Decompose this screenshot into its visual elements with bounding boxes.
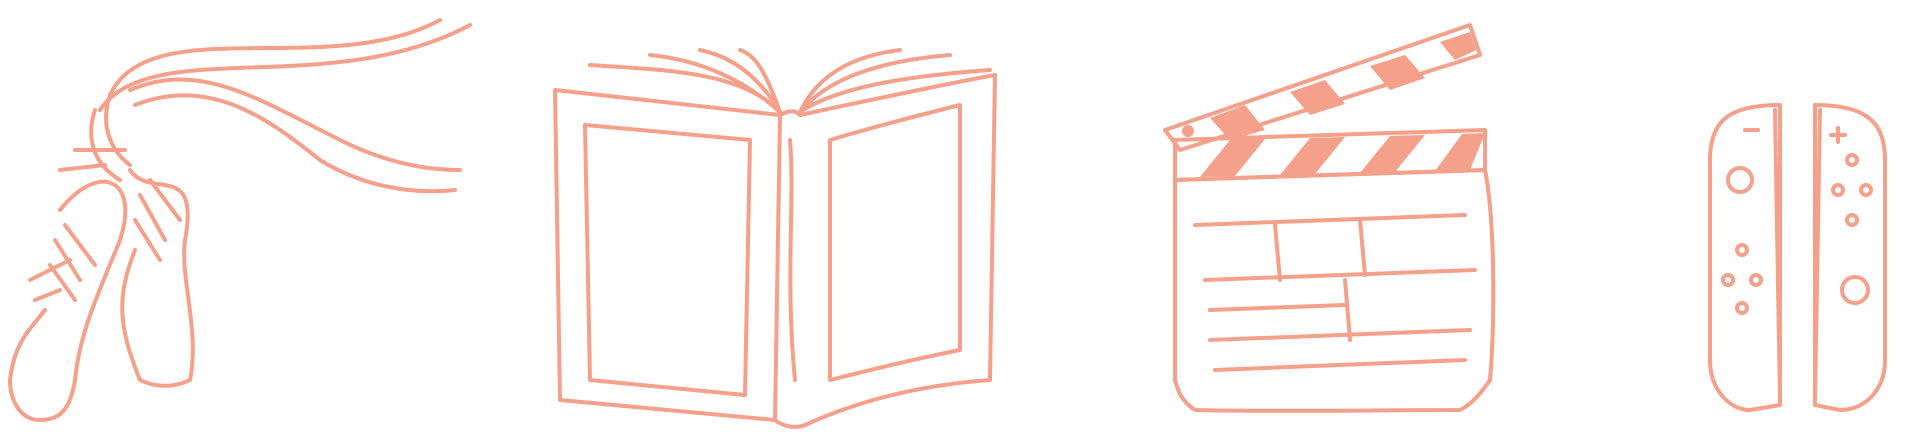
game-controllers-icon	[1708, 103, 1887, 412]
open-book-icon	[553, 48, 997, 429]
clapperboard-icon	[1163, 23, 1496, 413]
ballet-shoes-icon	[8, 18, 472, 422]
